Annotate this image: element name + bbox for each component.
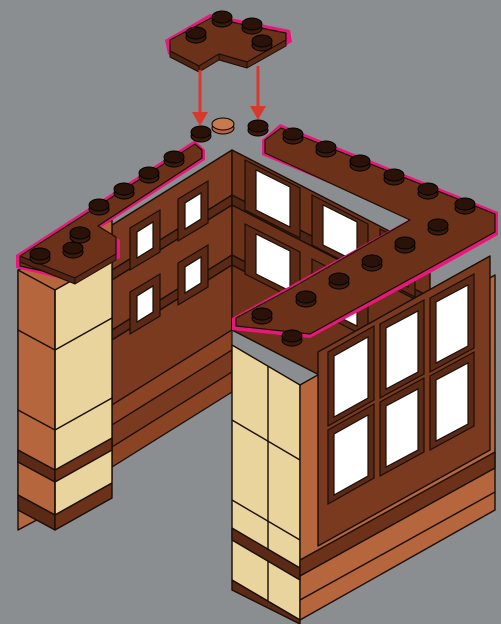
back-corner-stud bbox=[212, 118, 234, 134]
left-pillar bbox=[18, 258, 112, 530]
